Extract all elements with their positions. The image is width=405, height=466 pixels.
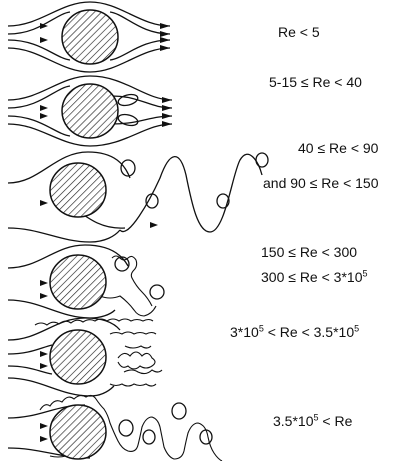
label-re-3e5-3-5e5: 3*105 < Re < 3.5*105: [230, 325, 359, 339]
label-re-90-150: and 90 ≤ Re < 150: [263, 176, 379, 190]
label-re-150-300: 150 ≤ Re < 300: [261, 245, 357, 259]
panel-creeping-flow: [8, 2, 170, 72]
label-re-gt-3-5e5: 3.5*105 < Re: [273, 414, 352, 428]
panel-turbulent-wake: [8, 318, 162, 396]
label-re-5-40: 5-15 ≤ Re < 40: [269, 75, 362, 89]
panel-fixed-eddies: [8, 76, 172, 146]
panel-turbulent-vortex-street: [8, 395, 222, 461]
cylinder-6: [50, 405, 106, 459]
cylinder-1: [62, 10, 118, 64]
cylinder-5: [50, 330, 106, 384]
cylinder-2: [62, 84, 118, 138]
label-re-40-90: 40 ≤ Re < 90: [298, 141, 378, 155]
panel-laminar-vortex-street: [8, 152, 268, 242]
label-re-300-3e5: 300 ≤ Re < 3*105: [261, 270, 368, 284]
panel-transition: [8, 245, 164, 318]
cylinder-3: [50, 163, 106, 217]
cylinder-4: [50, 255, 106, 309]
label-re-lt-5: Re < 5: [278, 25, 320, 39]
